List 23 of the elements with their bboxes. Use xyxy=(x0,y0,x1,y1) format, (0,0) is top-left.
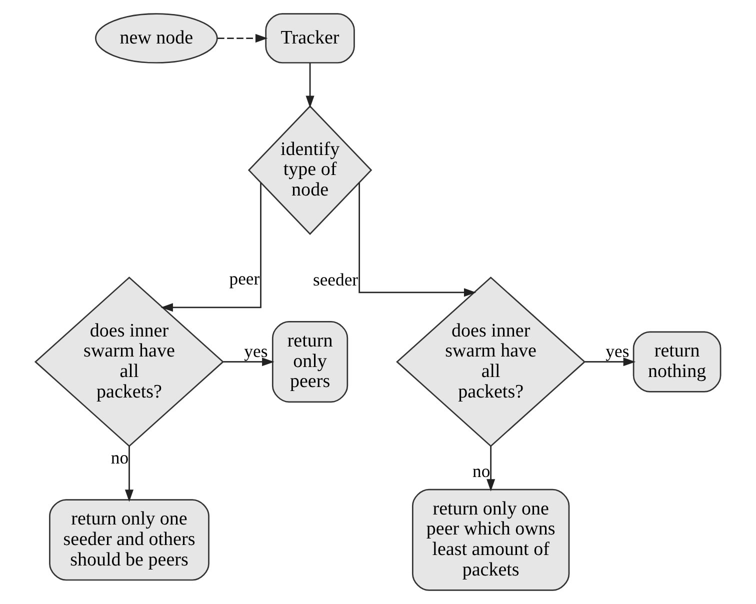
edge-label: yes xyxy=(244,340,268,361)
arrow xyxy=(358,182,476,297)
node-diamond: does inner swarm have all packets? xyxy=(396,276,586,447)
node-ellipse: new node xyxy=(95,13,218,64)
node-box: return only one seeder and others should be peers xyxy=(49,499,210,581)
arrow xyxy=(223,358,274,366)
node-box: return only peers xyxy=(272,321,348,403)
arrow xyxy=(124,446,134,502)
arrow xyxy=(486,446,496,492)
node-diamond: does inner swarm have all packets? xyxy=(34,276,224,447)
arrow xyxy=(585,358,636,366)
edge-label: no xyxy=(472,461,490,482)
arrow xyxy=(306,63,314,108)
node-diamond: identify type of node xyxy=(248,105,372,236)
node-box: return nothing xyxy=(632,331,722,392)
edge-label: no xyxy=(110,447,129,468)
edge-label: peer xyxy=(229,268,260,288)
edge-label: yes xyxy=(606,340,630,361)
node-box: return only one peer which owns least amount of packets xyxy=(412,488,570,591)
edge-label: seeder xyxy=(312,269,358,290)
node-box: Tracker xyxy=(265,13,355,64)
arrow xyxy=(160,182,262,312)
arrow xyxy=(218,34,268,43)
